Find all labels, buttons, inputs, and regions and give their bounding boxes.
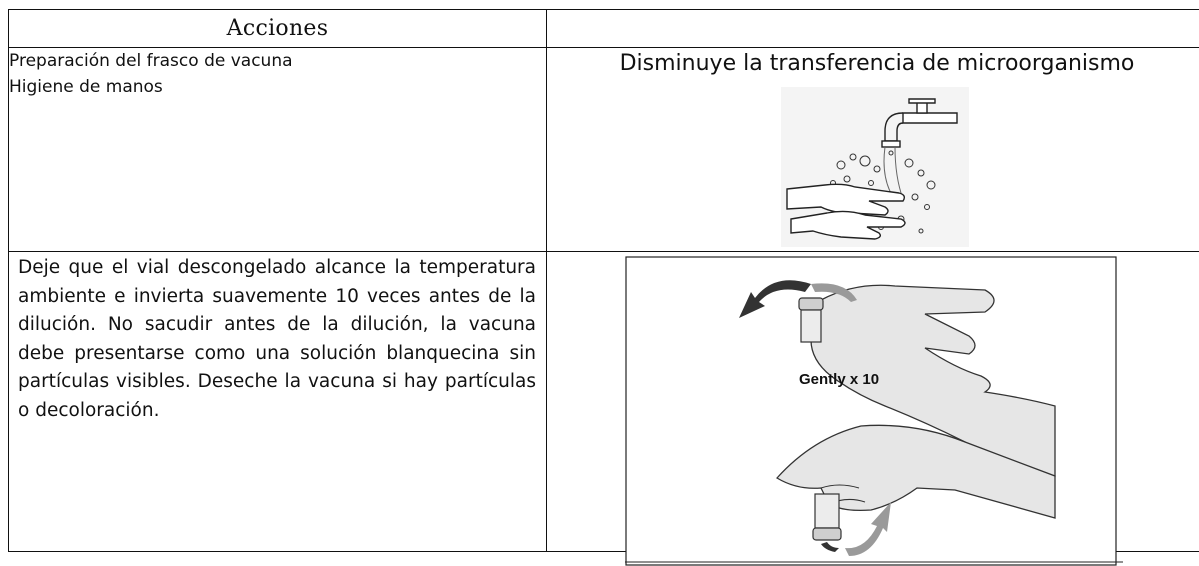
header-empty xyxy=(547,10,1199,48)
table-header-row: Acciones xyxy=(9,10,1199,48)
illustration-cell: Gently x 10 xyxy=(547,252,1199,552)
action-line: Preparación del frasco de vacuna xyxy=(9,48,546,74)
table-row: Preparación del frasco de vacuna Higiene… xyxy=(9,48,1199,252)
invert-vial-icon: Gently x 10 xyxy=(625,256,1123,566)
action-cell: Preparación del frasco de vacuna Higiene… xyxy=(9,48,547,252)
row-caption: Disminuye la transferencia de microorgan… xyxy=(557,51,1197,76)
handwashing-icon xyxy=(781,87,969,247)
header-acciones: Acciones xyxy=(9,10,547,48)
table-row: Deje que el vial descongelado alcance la… xyxy=(9,252,1199,552)
action-cell: Deje que el vial descongelado alcance la… xyxy=(9,252,547,552)
vaccine-actions-table: Acciones Preparación del frasco de vacun… xyxy=(8,9,1199,552)
illustration-cell: Disminuye la transferencia de microorgan… xyxy=(547,48,1199,252)
instruction-paragraph: Deje que el vial descongelado alcance la… xyxy=(9,252,546,426)
figure-label: Gently x 10 xyxy=(799,371,879,388)
action-line: Higiene de manos xyxy=(9,74,546,100)
